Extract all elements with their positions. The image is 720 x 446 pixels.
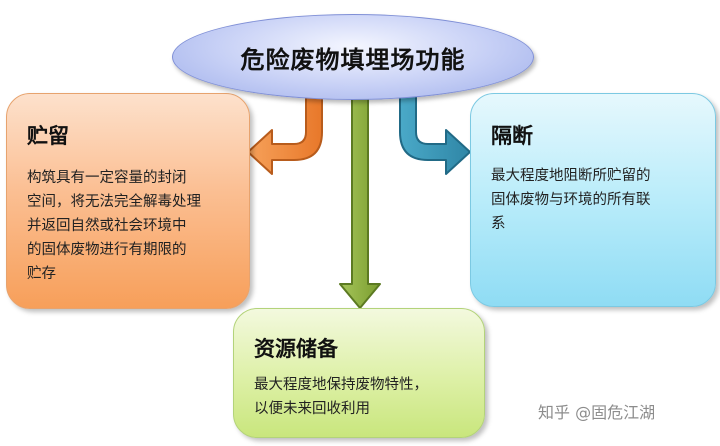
storage-box: 贮留 构筑具有一定容量的封闭 空间，将无法完全解毒处理 并返回自然或社会环境中 … [6,93,250,309]
isolation-box: 隔断 最大程度地阻断所贮留的 固体废物与环境的所有联 系 [470,93,716,307]
reserve-line: 最大程度地保持废物特性， [254,377,428,393]
source-watermark: 知乎 @固危江湖 [538,403,656,422]
title-oval: 危险废物填埋场功能 [172,14,534,100]
isolation-line: 固体废物与环境的所有联 [491,192,651,208]
arrow-to-reserve [339,89,381,309]
isolation-description: 最大程度地阻断所贮留的 固体废物与环境的所有联 系 [491,164,651,236]
isolation-line: 系 [491,216,506,232]
storage-line: 并返回自然或社会环境中 [27,218,187,234]
arrow-to-storage [247,89,323,175]
storage-line: 构筑具有一定容量的封闭 [27,170,187,186]
reserve-title: 资源储备 [254,337,338,361]
storage-line: 空间，将无法完全解毒处理 [27,194,201,210]
reserve-description: 最大程度地保持废物特性， 以便未来回收利用 [254,373,428,421]
reserve-line: 以便未来回收利用 [254,401,370,417]
storage-description: 构筑具有一定容量的封闭 空间，将无法完全解毒处理 并返回自然或社会环境中 的固体… [27,166,201,286]
isolation-line: 最大程度地阻断所贮留的 [491,168,651,184]
storage-title: 贮留 [27,124,69,148]
storage-line: 贮存 [27,266,56,282]
storage-line: 的固体废物进行有期限的 [27,242,187,258]
reserve-box: 资源储备 最大程度地保持废物特性， 以便未来回收利用 [233,308,485,438]
arrow-to-isolation [399,89,471,175]
diagram-title: 危险废物填埋场功能 [240,45,466,74]
isolation-title: 隔断 [491,124,533,148]
